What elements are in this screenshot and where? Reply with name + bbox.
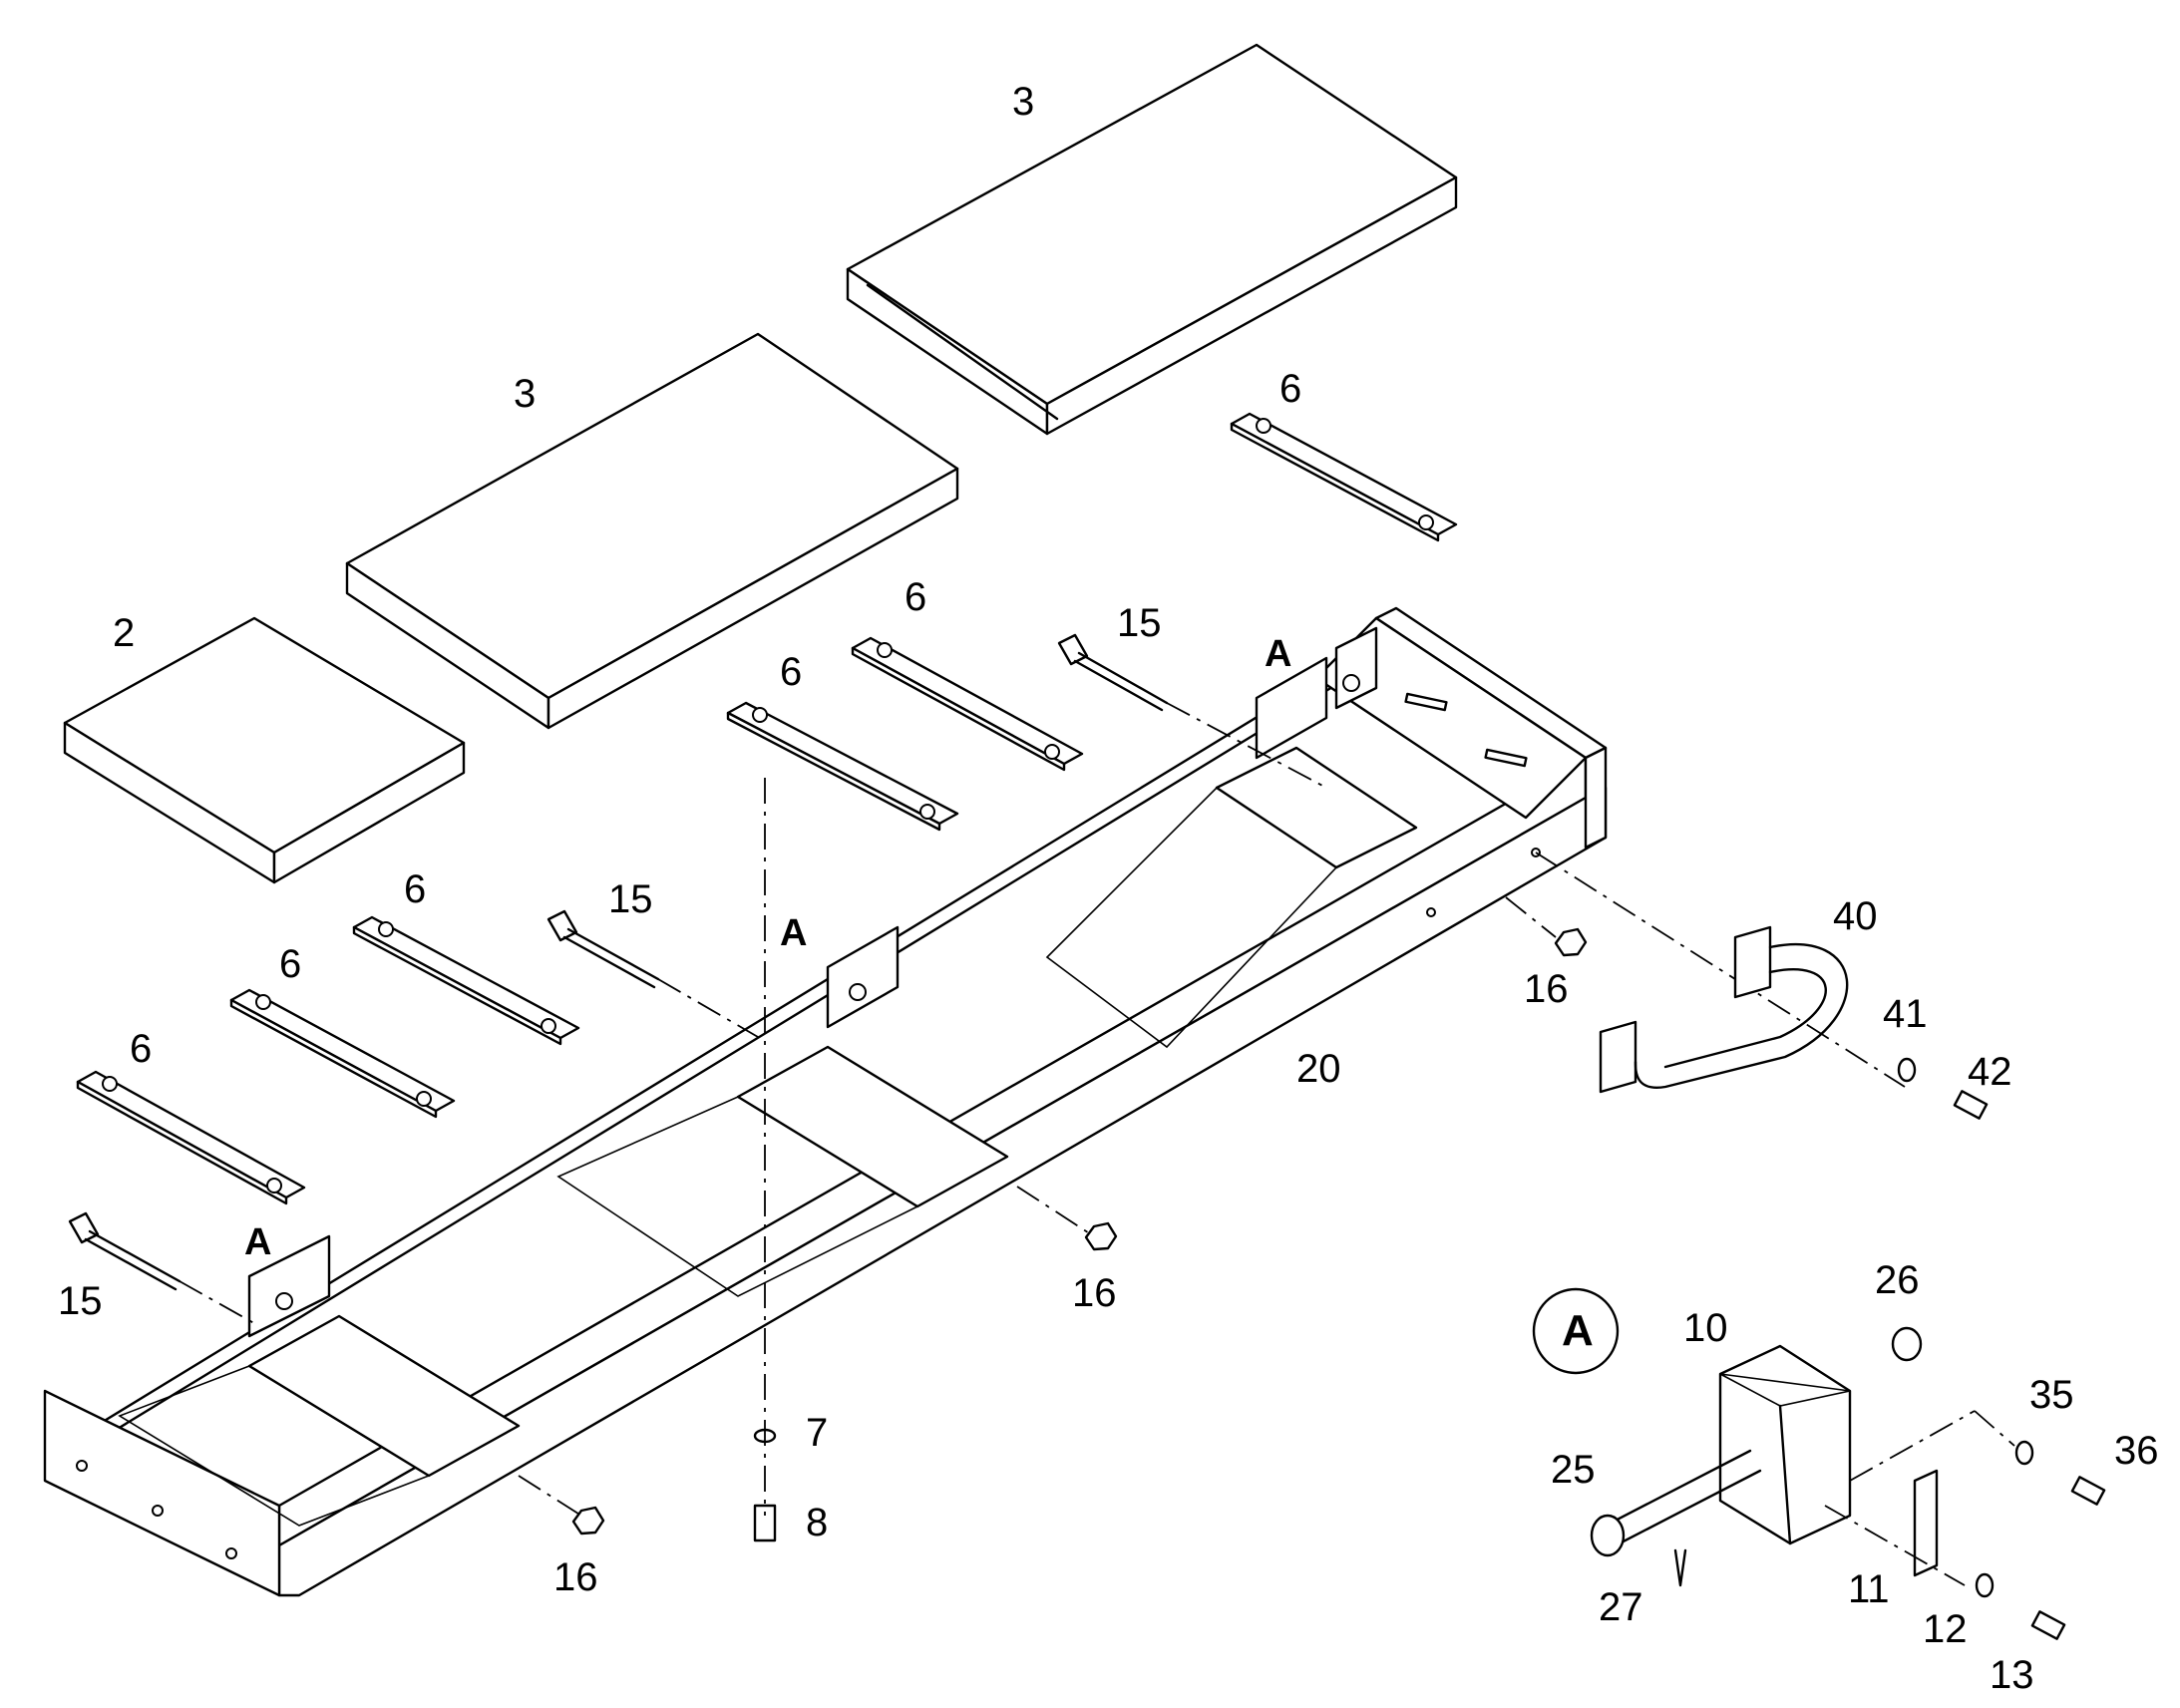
nut-16-upper bbox=[1554, 927, 1588, 957]
callout-3-upper: 3 bbox=[1012, 80, 1034, 124]
plate-bolt-hole bbox=[752, 707, 768, 723]
callout-20: 20 bbox=[1296, 1047, 1341, 1091]
callout-42: 42 bbox=[1968, 1050, 2012, 1094]
callout-15-middle: 15 bbox=[608, 877, 653, 921]
callout-12: 12 bbox=[1923, 1607, 1968, 1651]
callout-41: 41 bbox=[1883, 992, 1928, 1036]
callout-11: 11 bbox=[1848, 1567, 1890, 1611]
callout-15-lower: 15 bbox=[58, 1279, 103, 1323]
plate-bolt-hole bbox=[1418, 514, 1434, 530]
callout-2: 2 bbox=[113, 611, 135, 655]
callout-3-middle: 3 bbox=[514, 372, 536, 416]
callout-6-b: 6 bbox=[905, 575, 926, 619]
plate-bolt-hole bbox=[102, 1076, 118, 1092]
plate-bolt-hole bbox=[919, 804, 935, 820]
callout-6-c: 6 bbox=[780, 650, 802, 694]
nut-16-lower bbox=[571, 1506, 605, 1536]
callout-16-upper: 16 bbox=[1524, 967, 1569, 1011]
step-tread-large-upper bbox=[846, 43, 1458, 436]
plate-bolt-hole bbox=[541, 1018, 556, 1034]
callout-25: 25 bbox=[1551, 1448, 1596, 1492]
bolt-15-lower bbox=[68, 1211, 182, 1291]
callout-8: 8 bbox=[806, 1501, 828, 1544]
washer-41 bbox=[1897, 1057, 1917, 1083]
callout-26: 26 bbox=[1875, 1258, 1920, 1302]
plate-bolt-hole bbox=[1256, 418, 1272, 434]
mounting-plate-3 bbox=[726, 701, 959, 832]
nut-16-middle bbox=[1084, 1221, 1118, 1251]
detail-a-view bbox=[1532, 1287, 2106, 1640]
callout-15-upper: 15 bbox=[1117, 601, 1162, 645]
bolt-15-upper bbox=[1057, 633, 1169, 712]
detail-a-badge-label: A bbox=[1562, 1306, 1594, 1355]
callout-6-d: 6 bbox=[404, 867, 426, 911]
callout-7: 7 bbox=[806, 1411, 828, 1455]
detail-ref-a-top: A bbox=[1265, 633, 1291, 675]
callout-6-f: 6 bbox=[130, 1027, 152, 1071]
callout-27: 27 bbox=[1599, 1585, 1643, 1629]
plate-bolt-hole bbox=[416, 1091, 432, 1107]
main-frame bbox=[43, 606, 1608, 1597]
screw-8 bbox=[753, 1504, 777, 1542]
plate-bolt-hole bbox=[378, 921, 394, 937]
grab-handle bbox=[1599, 925, 1849, 1094]
bolt-42 bbox=[1953, 1090, 1989, 1120]
callout-13: 13 bbox=[1990, 1653, 2034, 1697]
callout-16-lower: 16 bbox=[553, 1555, 598, 1599]
mounting-plate-1 bbox=[1230, 412, 1458, 542]
bolt-15-middle bbox=[546, 909, 660, 989]
mounting-plates bbox=[76, 412, 1458, 1205]
callout-40: 40 bbox=[1833, 894, 1878, 938]
callout-16-middle: 16 bbox=[1072, 1271, 1117, 1315]
plate-bolt-hole bbox=[266, 1178, 282, 1194]
detail-ref-a-left: A bbox=[244, 1221, 271, 1263]
mounting-plate-5 bbox=[229, 988, 456, 1119]
plate-bolt-hole bbox=[255, 994, 271, 1010]
callout-35: 35 bbox=[2029, 1373, 2074, 1417]
step-tread-large-middle bbox=[345, 332, 959, 730]
mounting-plate-4 bbox=[352, 915, 580, 1046]
callout-6-e: 6 bbox=[279, 942, 301, 986]
mounting-plate-2 bbox=[851, 636, 1084, 772]
step-tread-small bbox=[63, 616, 466, 884]
mounting-plate-6 bbox=[76, 1070, 306, 1205]
detail-ref-a-mid: A bbox=[780, 912, 807, 954]
plate-bolt-hole bbox=[1044, 744, 1060, 760]
plate-bolt-hole bbox=[877, 642, 893, 658]
assembly-center-lines bbox=[179, 702, 1906, 1517]
callout-10: 10 bbox=[1683, 1306, 1728, 1350]
callout-36: 36 bbox=[2114, 1429, 2159, 1473]
callout-6-a: 6 bbox=[1279, 367, 1301, 411]
